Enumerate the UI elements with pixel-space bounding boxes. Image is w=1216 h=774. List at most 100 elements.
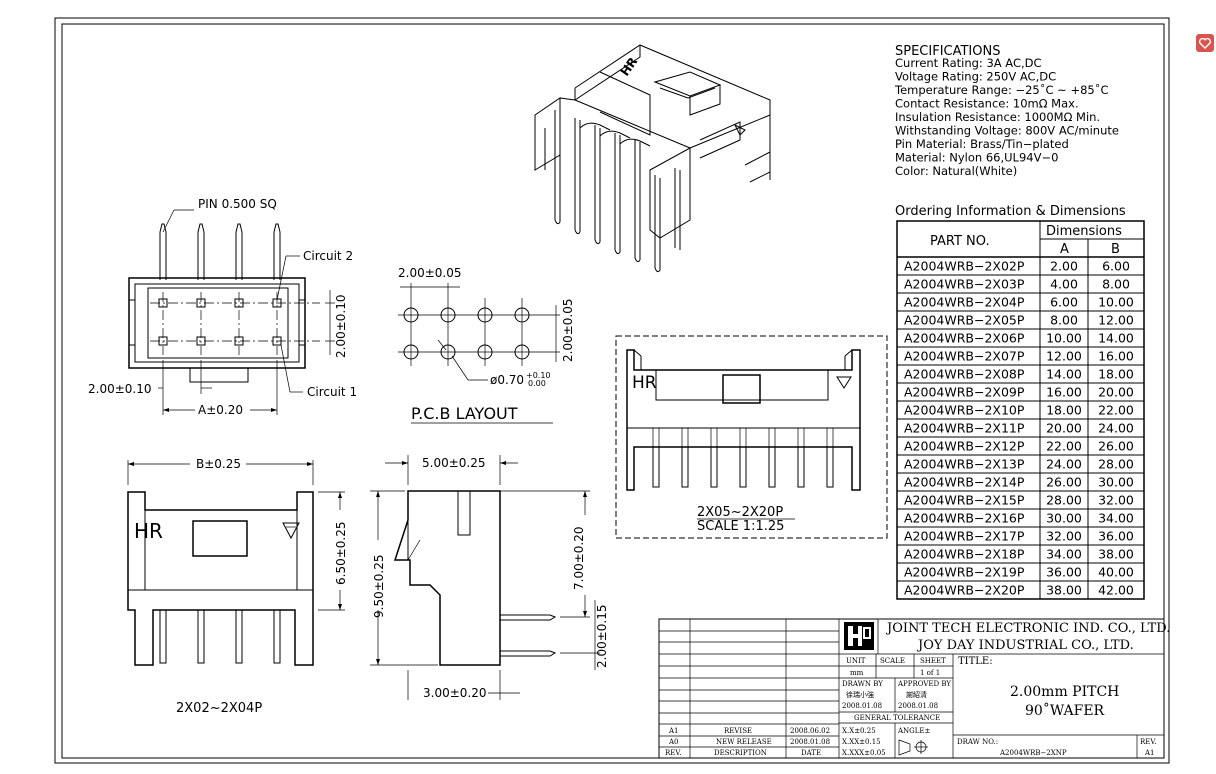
large-pin [652, 447, 660, 488]
large-pin [797, 447, 805, 488]
dim-b-value: 6.00 [1102, 259, 1130, 274]
dim-a-value: 38.00 [1046, 583, 1082, 598]
dim-b-value: 40.00 [1098, 565, 1134, 580]
dim-a-value: 12.00 [1046, 349, 1082, 364]
rev-row2-rev: A0 [668, 738, 679, 746]
dim-a-value: 4.00 [1050, 277, 1078, 292]
large-view [615, 335, 888, 539]
approved-by-label: APPROVED BY [897, 680, 951, 688]
top-view [128, 209, 335, 415]
draw-no-label: DRAW NO.: [957, 738, 998, 746]
part-no: A2004WRB−2X19P [904, 565, 1025, 580]
company-en2: JOY DAY INDUSTRIAL CO., LTD. [916, 638, 1134, 653]
tol2: X.XX±0.15 [842, 738, 881, 746]
company-en: JOINT TECH ELECTRONIC IND. CO., LTD. [885, 621, 1170, 636]
part-no: A2004WRB−2X15P [904, 493, 1025, 508]
drawn-name: 徐瑞小強 [846, 690, 874, 699]
large-pin [739, 447, 747, 488]
dim-a-value: 36.00 [1046, 565, 1082, 580]
part-no: A2004WRB−2X05P [904, 313, 1025, 328]
dim-650: 6.50±0.25 [334, 522, 348, 586]
rev-row1-date: 2008.06.02 [790, 727, 830, 735]
part-no: A2004WRB−2X17P [904, 529, 1025, 544]
dim-300: 3.00±0.20 [423, 686, 487, 700]
sheet-value: 1 of 1 [920, 669, 940, 677]
dim-a-value: 22.00 [1046, 439, 1082, 454]
dim-a-value: 30.00 [1046, 511, 1082, 526]
spec-line: Insulation Resistance: 1000MΩ Min. [895, 110, 1100, 124]
title-label: TITLE: [958, 656, 993, 667]
tol3: X.XXX±0.05 [842, 749, 886, 757]
approved-date: 2008.01.08 [898, 702, 938, 710]
dim-b-value: 26.00 [1098, 439, 1134, 454]
pcb-vertical-dim: 2.00±0.05 [561, 299, 575, 363]
col-b-header: B [1111, 242, 1120, 257]
large-caption: 2X05~2X20P [697, 505, 783, 520]
title-line2: 90˚WAFER [1025, 702, 1105, 719]
dim-b-value: 42.00 [1098, 583, 1134, 598]
col-dims-header: Dimensions [1046, 224, 1122, 239]
general-tolerance: GENERAL TOLERANCE [854, 714, 940, 722]
pcb-layout [398, 283, 560, 424]
large-pin [826, 447, 834, 488]
col-a-header: A [1060, 242, 1069, 257]
spec-line: Material: Nylon 66,UL94V−0 [895, 151, 1058, 165]
unit-label: UNIT [846, 657, 866, 665]
dim-a-value: 16.00 [1046, 385, 1082, 400]
drawn-date: 2008.01.08 [842, 702, 882, 710]
dim-a-value: 20.00 [1046, 421, 1082, 436]
tol1: X.X±0.25 [842, 727, 876, 735]
iso-hr-mark: HR [618, 55, 641, 79]
pcb-pitch-dim: 2.00±0.05 [398, 266, 462, 280]
projection-symbol-icon [898, 739, 928, 756]
part-no: A2004WRB−2X14P [904, 475, 1025, 490]
drawn-by-label: DRAWN BY [842, 680, 883, 688]
dim-500: 5.00±0.25 [422, 456, 486, 470]
spec-line: Temperature Range: −25˚C ~ +85˚C [894, 82, 1109, 97]
part-no: A2004WRB−2X10P [904, 403, 1025, 418]
dim-b-value: 8.00 [1102, 277, 1130, 292]
rev-row1-desc: REVISE [724, 727, 752, 735]
rev-row2-date: 2008.01.08 [790, 738, 830, 746]
pcb-title: P.C.B LAYOUT [411, 404, 518, 423]
spec-line: Voltage Rating: 250V AC,DC [895, 70, 1056, 84]
dim-a-value: 24.00 [1046, 457, 1082, 472]
front-view [127, 460, 345, 666]
heart-badge-icon[interactable] [1196, 34, 1214, 52]
front-hr-mark: HR [134, 519, 163, 543]
dim-b-value: 10.00 [1098, 295, 1134, 310]
dim-b-value: 14.00 [1098, 331, 1134, 346]
large-pin [768, 447, 776, 488]
dim-a-value: 32.00 [1046, 529, 1082, 544]
part-no: A2004WRB−2X11P [904, 421, 1025, 436]
col-part-header: PART NO. [930, 234, 990, 249]
dim-b-value: 16.00 [1098, 349, 1134, 364]
dim-700: 7.00±0.20 [572, 527, 586, 591]
large-pin [681, 447, 689, 488]
outer-frame [54, 17, 1170, 764]
dim-a-value: 18.00 [1046, 403, 1082, 418]
part-no: A2004WRB−2X09P [904, 385, 1025, 400]
dim-200-015: 2.00±0.15 [595, 605, 609, 669]
part-no: A2004WRB−2X16P [904, 511, 1025, 526]
dim-b-value: 12.00 [1098, 313, 1134, 328]
isometric-view [534, 44, 771, 273]
dim-b-value: 28.00 [1098, 457, 1134, 472]
dim-950: 9.50±0.25 [372, 555, 386, 619]
part-no: A2004WRB−2X02P [904, 259, 1025, 274]
hdr-desc: DESCRIPTION [714, 749, 767, 757]
circuit1-label: Circuit 1 [307, 385, 357, 399]
draw-no: A2004WRB−2XNP [999, 749, 1067, 757]
